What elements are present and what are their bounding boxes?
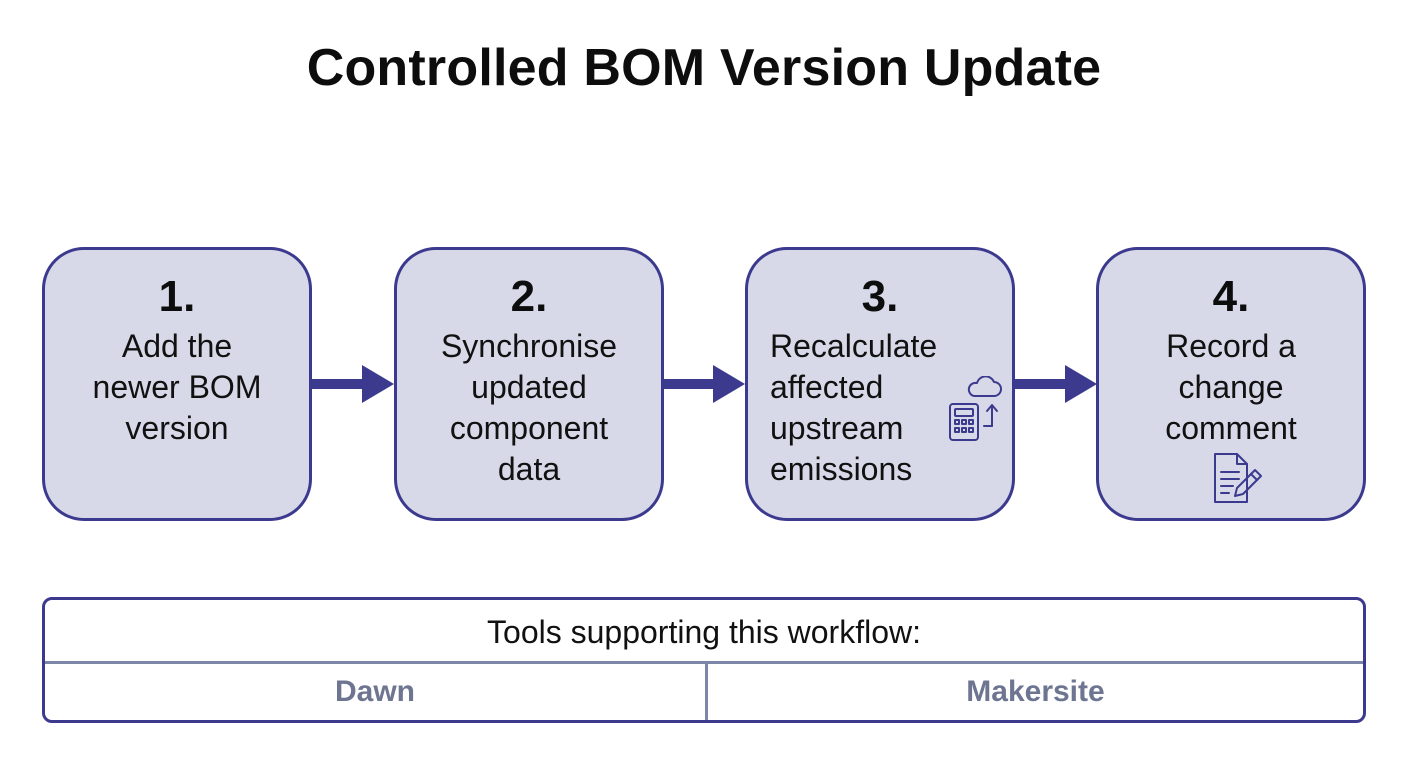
diagram-title: Controlled BOM Version Update — [306, 39, 1102, 97]
step-label-line: Recalculate — [770, 328, 938, 364]
step-label: Add the newer BOM version — [55, 326, 299, 449]
step-box-4: 4. Record a change comment — [1096, 247, 1366, 521]
step-label-line: Add the — [121, 328, 233, 364]
tools-panel: Tools supporting this workflow: Dawn Mak… — [42, 597, 1366, 723]
step-label-line: data — [497, 451, 561, 487]
step-label-line: affected — [770, 369, 884, 405]
step-label-line: comment — [1165, 410, 1297, 446]
step-number: 3. — [861, 272, 899, 321]
step-label: Recalculate affected upstream emissions — [770, 326, 942, 490]
flow-arrow-3-to-4 — [1015, 364, 1097, 404]
step-box-1: 1. Add the newer BOM version — [42, 247, 312, 521]
tools-divider — [705, 664, 708, 720]
step-label-line: Synchronise — [440, 328, 618, 364]
step-number: 2. — [510, 272, 548, 321]
step-label-line: updated — [471, 369, 587, 405]
step-number: 4. — [1212, 272, 1250, 321]
step-box-2: 2. Synchronise updated component data — [394, 247, 664, 521]
step-number: 1. — [158, 272, 196, 321]
tool-dawn: Dawn — [334, 675, 415, 708]
step-label-line: component — [449, 410, 609, 446]
step-label-line: newer BOM — [92, 369, 262, 405]
tools-header: Tools supporting this workflow: — [45, 600, 1363, 664]
step-label: Synchronise updated component data — [407, 326, 651, 490]
step-label-line: version — [125, 410, 229, 446]
step-label-line: emissions — [770, 451, 913, 487]
step-box-3: 3. Recalculate affected upstream emissio… — [745, 247, 1015, 521]
step-label-line: Record a — [1166, 328, 1296, 364]
calculator-cloud-icon — [948, 375, 1004, 447]
flow-arrow-1-to-2 — [312, 364, 394, 404]
step-label-line: upstream — [770, 410, 904, 446]
tool-makersite: Makersite — [966, 675, 1105, 708]
step-label-line: change — [1178, 369, 1284, 405]
step-label: Record a change comment — [1109, 326, 1353, 449]
document-edit-icon — [1211, 450, 1265, 511]
flow-arrow-2-to-3 — [664, 364, 745, 404]
